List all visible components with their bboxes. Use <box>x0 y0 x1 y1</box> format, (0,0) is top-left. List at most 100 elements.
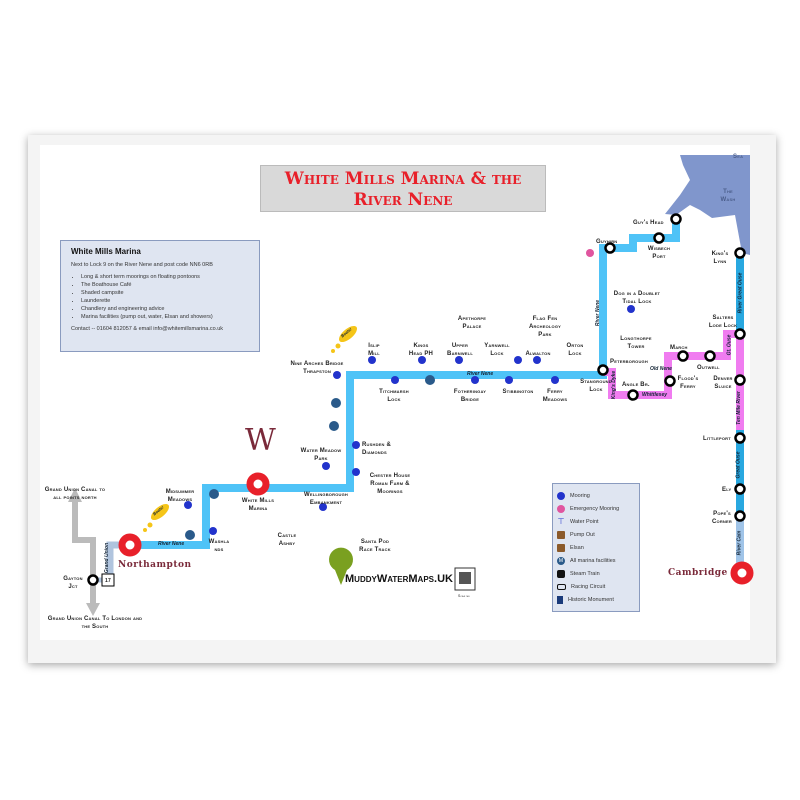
label-upper-barnwell: Upper Barnwell <box>447 343 473 357</box>
legend-item: Historic Monument <box>557 593 635 606</box>
station-guyhirn <box>604 242 616 254</box>
elsan-icon <box>557 543 565 552</box>
legend-item: Pump Out <box>557 528 635 541</box>
arrow-up-icon <box>68 488 82 502</box>
legend: Mooring Emergency Mooring ⊤Water Point P… <box>552 483 640 612</box>
label-northampton: Northampton <box>118 560 192 570</box>
info-bullet: Launderette <box>81 297 249 305</box>
page-title: White Mills Marina & the River Nene <box>260 165 546 212</box>
label-popes-corner: Pope's Corner <box>712 511 732 525</box>
marina-facilities-icon: M <box>557 556 565 565</box>
marina-facilities-icons <box>185 375 435 540</box>
river-label: King's Dyke <box>611 370 618 400</box>
info-bullet: Shaded campsite <box>81 289 249 297</box>
legend-item: Mooring <box>557 489 635 502</box>
station-floods-ferry <box>664 375 676 387</box>
white-mills-logo: W <box>245 423 276 458</box>
pump-out-icon <box>557 530 565 539</box>
info-bullet: The Boathouse Café <box>81 281 249 289</box>
label-wisbech: Wisbech Port <box>647 246 671 260</box>
river-label: Old Nene <box>650 366 672 372</box>
emergency-mooring-icon <box>586 249 594 257</box>
station-gayton <box>87 574 99 586</box>
label-apethorpe: Apethorpe Palace <box>457 316 487 330</box>
river-label: Great Ouse <box>735 451 742 479</box>
station-march <box>677 350 689 362</box>
label-white-mills: White Mills Marina <box>241 498 275 512</box>
label-sea: Sea <box>733 154 744 160</box>
arrow-down-icon <box>86 603 100 616</box>
river-label: Whittlesey <box>642 392 668 398</box>
map-pin-icon <box>329 547 354 585</box>
river-label: Gt. Ouse <box>726 334 733 356</box>
label-titchmarsh: Titchmarsh Lock <box>379 389 409 403</box>
label-floods-ferry: Flood's Ferry <box>677 376 699 390</box>
label-rushden: Rushden & Diamonds <box>362 442 392 456</box>
label-santa-pod: Santa Pod Race Track <box>359 539 391 553</box>
label-ely: Ely <box>722 487 732 493</box>
pink-link-line <box>603 330 744 430</box>
station-ely <box>734 483 746 495</box>
station-guys-head <box>670 213 682 225</box>
steam-train-icon <box>557 569 565 578</box>
label-salters: Salters Lode Lock <box>708 315 738 329</box>
label-gu-south: Grand Union Canal To London and the Sout… <box>47 616 143 630</box>
info-bullet: Long & short term moorings on floating p… <box>81 273 249 281</box>
label-kings-head: Kings Head PH <box>408 343 434 357</box>
station-wisbech <box>653 232 665 244</box>
river-label: River Great Ouse <box>737 272 744 314</box>
label-chester: Chester House Roman Farm & Moorings <box>369 473 411 495</box>
label-castle-ashby: Castle Ashby <box>277 533 297 547</box>
mooring-icon <box>557 491 565 500</box>
label-denver: Denver Sluice <box>713 376 733 390</box>
label-guyhirn: Guyhirn <box>596 239 618 245</box>
label-march: March <box>670 345 688 351</box>
river-label: River Nene <box>158 541 185 547</box>
river-label: River Nene <box>467 371 494 377</box>
label-angle-br: Angle Br. <box>622 382 650 388</box>
the-wash <box>665 155 750 255</box>
label-cambridge: Cambridge <box>668 568 728 578</box>
label-ferry-meadows: Ferry Meadows <box>542 389 568 403</box>
label-alwalton: Alwalton <box>525 351 551 357</box>
hub-cambridge <box>730 561 754 585</box>
label-stibbington: Stibbington <box>502 389 534 395</box>
legend-item: ⊤Water Point <box>557 516 599 526</box>
label-gayton: Gayton Jct <box>63 576 83 590</box>
label-midsummer: Midsummer Meadows <box>165 489 195 503</box>
station-angle-br <box>627 389 639 401</box>
label-wellingborough: Wellingborough Embankment <box>303 492 349 506</box>
station-salters <box>734 328 746 340</box>
water-point-icon: ⊤ <box>557 516 565 526</box>
label-orton: Orton Lock <box>566 343 584 357</box>
station-outwell <box>704 350 716 362</box>
label-flag-fen: Flag Fen Archeology Park <box>528 316 562 338</box>
label-nine-arches: Nine Arches Bridge Thrapston <box>290 361 344 375</box>
station-denver <box>734 374 746 386</box>
river-label: River Cam <box>736 530 743 556</box>
station-kings-lynn <box>734 247 746 259</box>
emergency-mooring-icon <box>557 504 565 513</box>
monument-icon <box>557 595 563 604</box>
marina-info-box: White Mills Marina Next to Lock 9 on the… <box>60 240 260 352</box>
station-peterborough <box>597 364 609 376</box>
label-longthorpe: Longthorpe Tower <box>620 336 652 350</box>
station-popes-corner <box>734 510 746 522</box>
legend-item: Emergency Mooring <box>557 502 635 515</box>
river-label: Grand Union <box>104 542 111 574</box>
label-dog-doublet: Dog in a Doublet Tidal Lock <box>613 291 661 305</box>
label-stanground: Stanground Lock <box>580 379 612 393</box>
brand-name: MuddyWaterMaps.UK <box>345 573 453 585</box>
river-label: Ten Mile River <box>735 391 742 425</box>
qr-caption: Scan me <box>458 594 470 598</box>
lock-17-box <box>101 573 115 587</box>
legend-item: Steam Train <box>557 567 635 580</box>
hub-northampton <box>118 533 142 557</box>
mooring-icons <box>184 305 635 535</box>
label-the-wash: The Wash <box>720 189 736 203</box>
info-bullet: Chandlery and engineering advice <box>81 305 249 313</box>
label-water-meadow: Water Meadow Park <box>300 448 342 462</box>
info-contact: Contact -- 01604 812057 & email info@whi… <box>71 326 224 332</box>
